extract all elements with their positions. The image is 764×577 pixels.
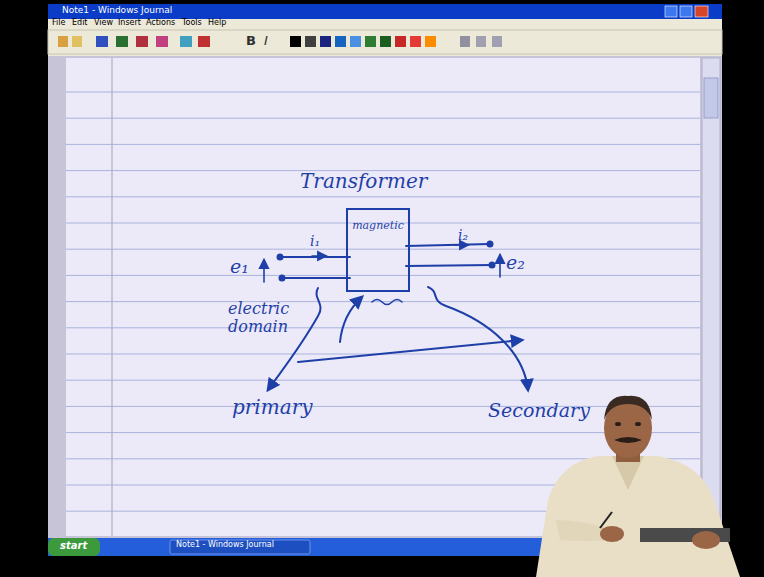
taskbar: [170, 540, 310, 554]
journal-window: [48, 4, 722, 19]
note-paper: [48, 56, 722, 538]
menu-item: Edit: [72, 19, 88, 28]
toolbar-icons: [290, 36, 301, 47]
menu-item: Actions: [146, 19, 175, 28]
toolbar-icons: [476, 36, 486, 47]
toolbar-icons: [460, 36, 470, 47]
toolbar-icons: [198, 36, 210, 47]
note-paper: [702, 58, 720, 536]
transformer-sketch: [282, 277, 350, 279]
transformer-sketch: [428, 287, 528, 390]
ruled-line: [66, 275, 700, 276]
ruled-line: [66, 380, 700, 381]
toolbar-icons: [410, 36, 421, 47]
signal-name: i₁: [310, 234, 320, 249]
transformer-sketch: [454, 244, 468, 246]
transformer-sketch: [298, 340, 522, 362]
toolbar-icons: [380, 36, 391, 47]
note: electric domain: [228, 300, 289, 335]
signal-name: e₁: [230, 256, 249, 277]
menu-item: View: [94, 19, 113, 28]
toolbar-icons: [180, 36, 192, 47]
taskbar-item: Note1 - Windows Journal: [176, 541, 274, 550]
transformer-sketch: [278, 255, 283, 260]
lecturer: [600, 526, 624, 542]
ruled-line: [66, 327, 700, 328]
lecturer: [536, 456, 740, 577]
journal-window: [48, 4, 722, 556]
toolbar-icons: [320, 36, 331, 47]
note-paper: [66, 92, 700, 511]
lecturer: [615, 422, 621, 426]
ruled-line: [66, 249, 700, 250]
toolbar-icons: [116, 36, 128, 47]
note-paper: [704, 78, 718, 118]
transformer-sketch: [488, 242, 493, 247]
toolbar-icons: [96, 36, 108, 47]
toolbar-icons: [58, 36, 502, 47]
journal-window: [665, 6, 677, 17]
transformer-sketch: [280, 256, 350, 258]
lecturer: [614, 437, 642, 443]
core-label: magnetic: [352, 219, 404, 232]
taskbar: [48, 538, 100, 556]
bold-button: B: [246, 34, 256, 48]
menu-item: Tools: [182, 19, 202, 28]
lecturer: [600, 512, 612, 528]
transformer-sketch: [312, 255, 326, 257]
toolbar-icons: [365, 36, 376, 47]
transformer-sketch: [490, 263, 495, 268]
window-title: Note1 - Windows Journal: [62, 6, 172, 16]
toolbar-icons: [156, 36, 168, 47]
journal-window: [695, 6, 708, 17]
italic-button: I: [264, 34, 268, 48]
signal-name: e₂: [506, 252, 525, 273]
journal-window: [48, 30, 722, 54]
heading: Transformer: [300, 170, 427, 192]
note-paper: [111, 58, 112, 536]
transformer-sketch: [264, 242, 528, 391]
lecturer: [635, 422, 641, 426]
lecturer: [692, 531, 720, 549]
toolbar-icons: [58, 36, 68, 47]
menu-item: Insert: [118, 19, 141, 28]
toolbar-icons: [305, 36, 316, 47]
signal-name: i₂: [458, 228, 468, 243]
menu-item: File: [52, 19, 65, 28]
transformer-sketch: [406, 244, 490, 246]
start-button: start: [60, 540, 87, 551]
ruled-line: [66, 92, 700, 93]
menu-item: Help: [208, 19, 226, 28]
core-box: magnetic: [346, 208, 410, 292]
journal-window: [680, 6, 692, 17]
ruled-line: [66, 118, 700, 119]
transformer-sketch: [340, 297, 362, 342]
journal-window: [48, 19, 722, 30]
note-paper: [48, 56, 722, 538]
ruled-line: [66, 144, 700, 145]
transformer-sketch: [280, 276, 285, 281]
lecturer: [604, 396, 652, 420]
toolbar-icons: [350, 36, 361, 47]
toolbar-icons: [72, 36, 82, 47]
winding-name: Secondary: [488, 400, 590, 421]
ruled-line: [66, 196, 700, 197]
toolbar-icons: [136, 36, 148, 47]
transformer-sketch: [263, 260, 265, 282]
transformer-sketch: [499, 255, 501, 277]
transformer-sketch: [406, 265, 492, 266]
toolbar-icons: [425, 36, 436, 47]
winding-name: primary: [232, 396, 313, 418]
toolbar-icons: [335, 36, 346, 47]
ruled-line: [66, 406, 700, 407]
lecturer: [536, 396, 740, 577]
transformer-sketch: [372, 300, 402, 305]
toolbar-icons: [492, 36, 502, 47]
toolbar-icons: [395, 36, 406, 47]
journal-window: [48, 4, 722, 556]
